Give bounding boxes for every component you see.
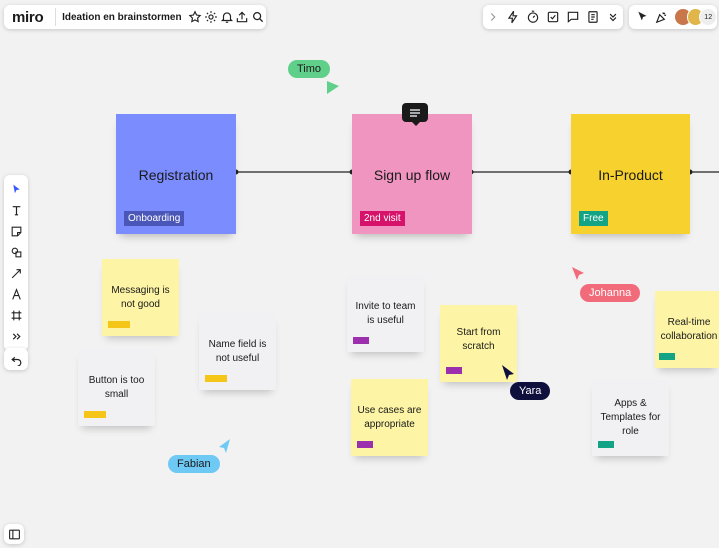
- note-invite[interactable]: Invite to team is useful: [347, 275, 424, 352]
- tool-palette: [4, 175, 28, 351]
- stage-tag: Onboarding: [124, 211, 185, 226]
- more-tools-icon[interactable]: [3, 327, 29, 347]
- cursor-share-icon[interactable]: [633, 7, 653, 27]
- stage-tag: Free: [579, 211, 608, 226]
- stage-title: Registration: [138, 167, 214, 183]
- undo-icon[interactable]: [4, 349, 28, 369]
- note-tag-chip: [108, 321, 130, 328]
- timer-icon[interactable]: [523, 7, 543, 27]
- board-title[interactable]: Ideation en brainstormen: [62, 11, 182, 23]
- undo-panel: [4, 348, 28, 370]
- bell-icon[interactable]: [219, 7, 235, 27]
- cursor-label-yara: Yara: [510, 382, 551, 400]
- avatar-count-badge[interactable]: 12: [699, 8, 718, 26]
- sidebar-panel-icon[interactable]: [4, 524, 24, 544]
- chat-icon[interactable]: [563, 7, 583, 27]
- cursor-label-fabian: Fabian: [168, 455, 220, 473]
- upload-icon[interactable]: [235, 7, 251, 27]
- stage-tag: 2nd visit: [360, 211, 405, 226]
- board-panel-toggle[interactable]: [4, 524, 24, 544]
- sticky-note-tool-icon[interactable]: [3, 222, 29, 242]
- note-tag-chip: [659, 353, 675, 360]
- vote-icon[interactable]: [543, 7, 563, 27]
- pen-tool-icon[interactable]: [3, 285, 29, 305]
- cursor-label-johanna: Johanna: [580, 284, 641, 302]
- gear-icon[interactable]: [203, 7, 219, 27]
- note-tag-chip: [357, 441, 373, 448]
- stage-registration[interactable]: Registration Onboarding: [116, 114, 236, 234]
- presence-panel: 12: [629, 5, 718, 29]
- note-text: Invite to team is useful: [355, 300, 416, 326]
- cursor-yara-icon: [502, 365, 514, 380]
- stage-sign-up-flow[interactable]: Sign up flow 2nd visit: [352, 114, 472, 234]
- note-name-field[interactable]: Name field is not useful: [199, 313, 276, 390]
- miro-logo[interactable]: miro: [12, 8, 44, 26]
- note-text: Button is too small: [88, 374, 145, 400]
- stage-title: In-Product: [598, 167, 663, 183]
- chevron-right-icon[interactable]: [483, 7, 503, 27]
- chevron-down-double-icon[interactable]: [603, 7, 623, 27]
- note-tag-chip: [446, 367, 462, 374]
- note-text: Apps & Templates for role: [600, 397, 661, 437]
- text-tool-icon[interactable]: [3, 201, 29, 221]
- note-text: Start from scratch: [456, 326, 501, 352]
- note-text: Real-time collaboration: [660, 316, 718, 342]
- board-header: miro Ideation en brainstormen: [4, 5, 266, 29]
- search-icon[interactable]: [250, 7, 266, 27]
- cursor-label-timo: Timo: [288, 60, 331, 78]
- note-use-cases[interactable]: Use cases are appropriate: [351, 379, 428, 456]
- select-tool-icon[interactable]: [3, 180, 29, 200]
- note-messaging[interactable]: Messaging is not good: [102, 259, 179, 336]
- bubble-tail: [412, 122, 420, 126]
- note-text: Messaging is not good: [111, 284, 170, 310]
- note-realtime[interactable]: Real-time collaboration: [655, 291, 719, 368]
- note-tag-chip: [84, 411, 106, 418]
- cursor-fabian-icon: [219, 439, 230, 453]
- celebrate-icon[interactable]: [653, 7, 673, 27]
- comment-icon: [409, 104, 421, 122]
- stage-in-product[interactable]: In-Product Free: [571, 114, 690, 234]
- note-text: Name field is not useful: [208, 338, 267, 364]
- collaboration-toolbar: [483, 5, 623, 29]
- note-tag-chip: [598, 441, 614, 448]
- shapes-tool-icon[interactable]: [3, 243, 29, 263]
- cursor-timo-icon: [327, 81, 339, 94]
- stage-title: Sign up flow: [373, 167, 451, 183]
- note-button-small[interactable]: Button is too small: [78, 349, 155, 426]
- note-tag-chip: [353, 337, 369, 344]
- comment-bubble[interactable]: [402, 103, 428, 126]
- notes-icon[interactable]: [583, 7, 603, 27]
- note-apps-templates[interactable]: Apps & Templates for role: [592, 379, 669, 456]
- note-tag-chip: [205, 375, 227, 382]
- divider: [55, 8, 57, 26]
- note-text: Use cases are appropriate: [357, 404, 422, 430]
- frame-tool-icon[interactable]: [3, 306, 29, 326]
- lightning-icon[interactable]: [503, 7, 523, 27]
- connector-tool-icon[interactable]: [3, 264, 29, 284]
- star-icon[interactable]: [188, 7, 204, 27]
- cursor-johanna-icon: [572, 267, 584, 280]
